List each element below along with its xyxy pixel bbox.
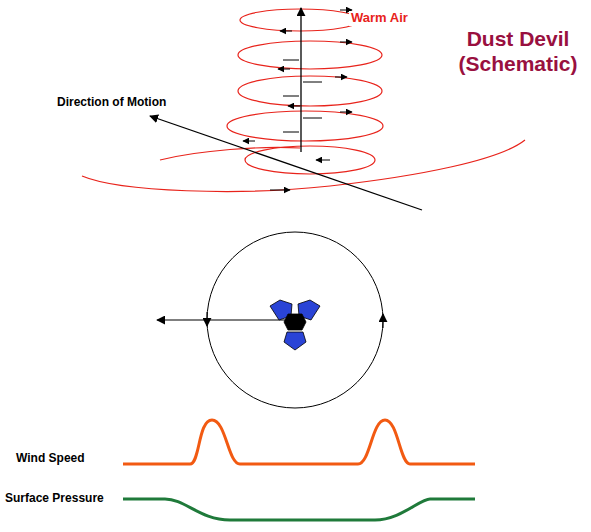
diagram-title: Dust Devil (Schematic) [449,26,587,76]
inflow-dashes [283,60,322,132]
dust-devil-icon [270,300,320,350]
motion-arrow-plan [157,319,290,320]
axis-label: Wind Speed [14,452,87,466]
circulation-arrow [383,314,384,328]
surface-pressure-trace [123,499,475,520]
circulation-arrow [207,312,208,326]
motion-label: Direction of Motion [55,96,168,110]
rotation-arrows [243,10,352,190]
flow-label: Warm Air [349,11,410,26]
motion-arrow [150,116,422,210]
wind-speed-trace [123,420,475,464]
axis-label: Surface Pressure [3,492,106,506]
updraft-arrow [300,8,301,152]
